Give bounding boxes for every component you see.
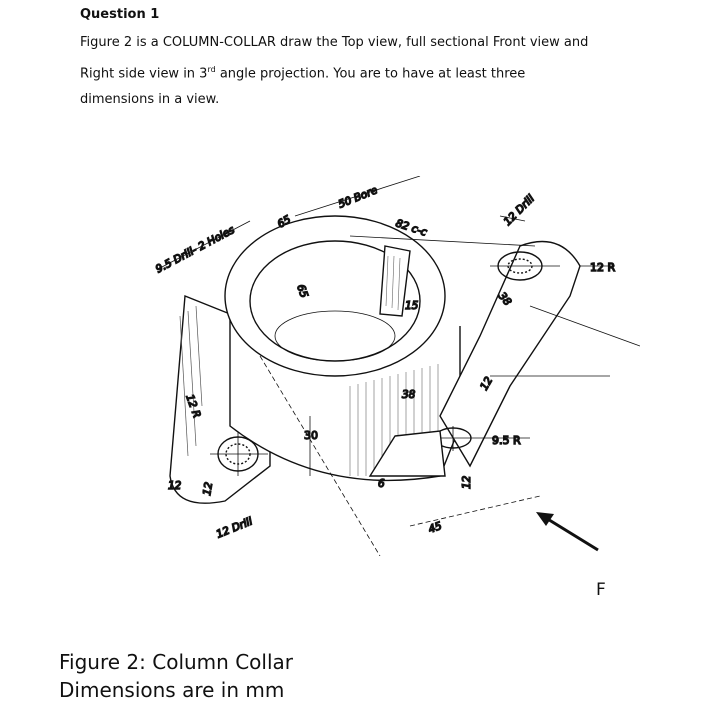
dim-12-left-b: 12 [201,481,215,497]
dim-12-drill-left: 12 Drill [215,515,255,540]
dim-12-left-a: 12 [168,480,182,492]
collar-outer-top [224,215,446,377]
view-direction-arrow-icon [536,512,599,552]
question-title: Question 1 [80,7,160,22]
caption-line-1: Figure 2: Column Collar [59,650,293,674]
dim-6: 6 [378,478,385,490]
question-line-3: dimensions in a view. [80,92,220,108]
dim-38-mid: 38 [402,389,416,401]
dim-drill-2-holes: 9.5 Drill- 2 Holes [154,224,237,276]
caption-line-2: Dimensions are in mm [59,678,285,702]
dim-15: 15 [405,300,419,312]
dim-65-inner: 65 [294,283,310,300]
right-lug-outline [439,240,581,468]
figure-caption: Figure 2: Column Collar Dimensions are i… [59,648,293,704]
dim-30: 30 [304,429,318,442]
question-line-2: Right side view in 3rd angle projection.… [80,64,526,81]
dim-12-drill-right: 12 Drill [502,193,537,228]
dim-50-bore: 50 Bore [337,184,380,211]
dim-45: 45 [427,520,444,536]
left-lug-hatching [179,305,203,457]
column-collar-drawing: 9.5 Drill- 2 Holes 65 50 Bore 82 c-c 12 … [153,176,640,556]
dim-9-5r: 9.5 R [492,434,521,447]
rib [368,430,446,477]
view-direction-label: F [596,580,606,600]
dim-12-bottom: 12 [461,475,473,489]
question-line-1: Figure 2 is a COLUMN-COLLAR draw the Top… [80,35,589,50]
question-text: Figure 2 is a COLUMN-COLLAR draw the Top… [80,30,680,114]
dim-12r-right: 12 R [590,261,615,274]
